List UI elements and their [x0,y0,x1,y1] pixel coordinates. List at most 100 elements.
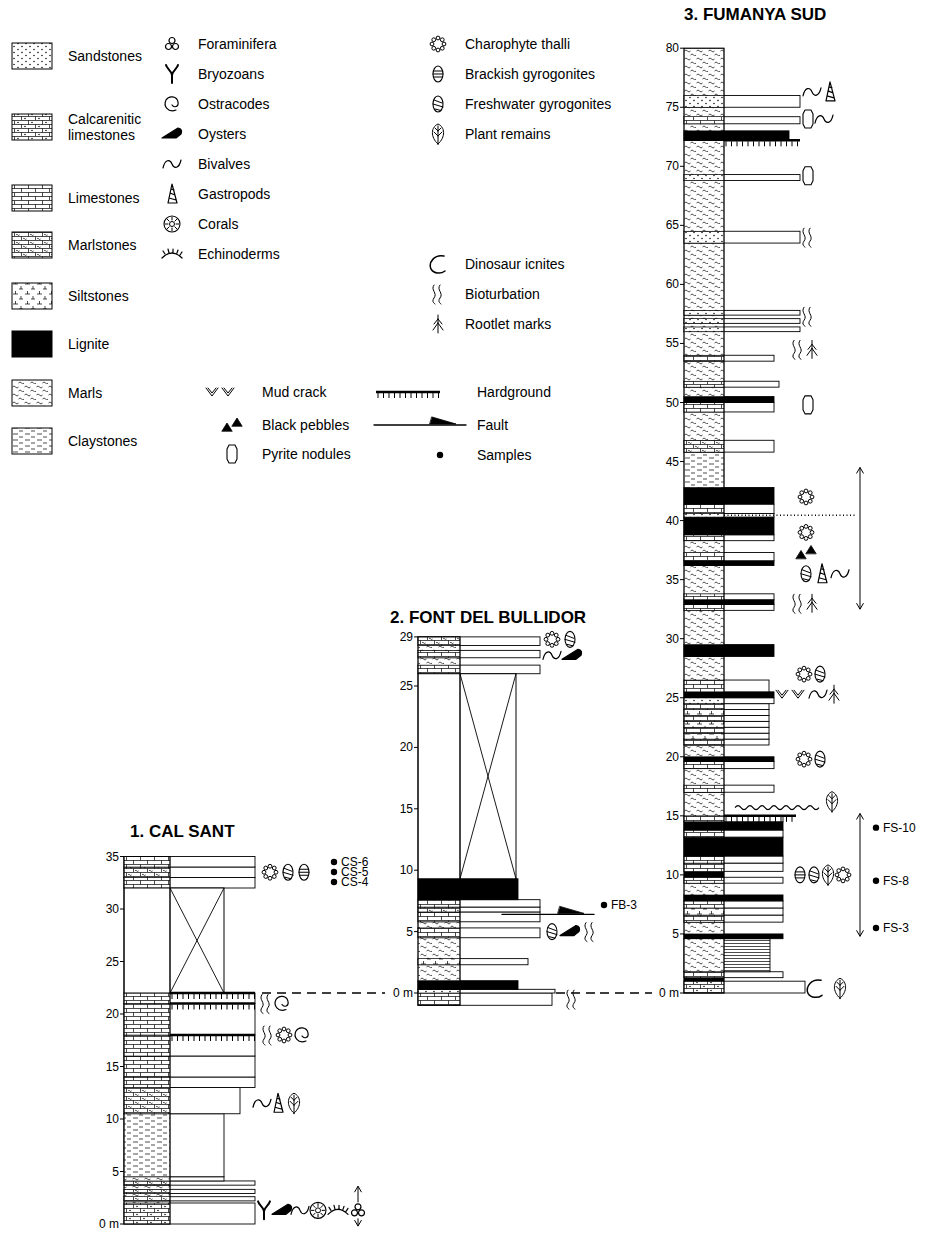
gyrogonite [433,66,443,82]
bed-lithology [418,989,460,993]
gastro-symbol [168,184,177,203]
thallus-cell [800,491,804,495]
bed-lithology [684,604,724,610]
bed-lithology [684,95,724,107]
axis-value: 5 [406,925,413,939]
legend-sample [437,452,443,458]
bed-lithology [684,610,724,644]
bed-lithology [684,727,724,733]
bed-profile [684,863,783,871]
bed-lithology [684,243,724,310]
bed-profile [124,1088,240,1114]
biv-symbol [815,115,833,123]
axis-value: 80 [666,41,679,55]
thallus-cell [282,1027,286,1031]
bed-lithology [684,978,724,982]
bed-lithology [684,733,724,739]
hardground-line [724,815,796,818]
bed-lithology [684,327,724,332]
axis-value: 0 m [393,986,413,1000]
coral-symbol [310,1202,326,1218]
bed-profile [124,1056,255,1077]
thallus-cell [272,875,276,879]
axis-tick [680,402,684,403]
hardground-ticks [378,393,439,398]
thallus-cell [272,866,276,870]
legend-label: Brackish gyrogonites [465,66,595,82]
bed-lithology [684,822,724,830]
sandy-level [724,514,855,516]
hardground-ticks [172,1005,255,1010]
thallus-cell [274,870,278,874]
symbol-stroke [803,228,811,247]
dino-symbol [807,980,822,997]
ostra-symbol [295,1028,308,1042]
bed-lithology [684,871,724,877]
symbol-stroke [562,649,582,659]
symbol-stroke [793,594,801,613]
thallus-cell [808,757,812,761]
legend-label: Marlstones [68,237,168,253]
legend-label: Fault [477,417,508,433]
gyrogonite [565,631,575,647]
bed-profile [684,552,774,560]
bed-lithology [684,381,724,387]
thallus-cell [442,42,446,46]
legend-sample [163,160,181,168]
symbol-stroke [275,996,288,1010]
symbol-stroke [815,670,825,681]
bed-profile [684,710,769,716]
legend-label: Claystones [68,433,168,449]
symbol-stroke [430,256,445,273]
bed-lithology [124,1189,170,1193]
hard-symbol [376,392,440,398]
symbol-stroke [822,865,833,885]
bed-profile [684,733,769,739]
thallus-cell [436,36,440,40]
bed-lithology [124,1194,170,1197]
legend-label: Dinosaur icnites [465,256,565,272]
covered-interval [124,888,224,993]
thallus-cell [432,46,436,50]
thallus-cell [554,642,558,646]
legend-pattern [12,380,52,406]
biot-symbol [263,1026,271,1045]
thallus-cell [268,864,272,868]
bed-lithology [124,1088,170,1114]
bed-lithology [684,739,724,745]
axis-value: 65 [666,218,679,232]
legend-label: Black pebbles [262,417,349,433]
axis-tick [414,808,418,809]
legend-label: Samples [477,447,531,463]
sample-label: FS-3 [883,921,909,935]
legend-label: Echinoderms [198,246,280,262]
plant-symbol [432,124,443,144]
axis-tick [680,520,684,521]
fresh-symbol [565,631,575,647]
legend-label: Pyrite nodules [262,446,351,462]
bed-lithology [684,323,724,327]
thallus-cell [804,501,808,505]
bed-lithology [684,939,724,972]
axis-value: 40 [666,514,679,528]
pyr-symbol [227,445,237,463]
legend-label: Foraminifera [198,36,277,52]
bed-profile [418,989,555,993]
legend-sample [206,388,234,396]
bed-profile [684,721,769,727]
bed-lithology [684,762,724,769]
chamber [166,44,172,50]
legend-sample [12,331,52,357]
bed-lithology [684,981,724,993]
thallus-cell [556,637,560,641]
bed-lithology [684,48,724,95]
pyr-symbol [803,110,813,128]
sample-symbol [601,902,607,908]
legend-label: Bryozoans [198,66,264,82]
bed-lithology [684,830,724,837]
symbol-stroke [809,690,827,698]
biot-symbol [585,923,593,942]
legend-sample [12,428,52,454]
bed-profile [684,535,774,541]
bed-lithology [418,922,460,928]
